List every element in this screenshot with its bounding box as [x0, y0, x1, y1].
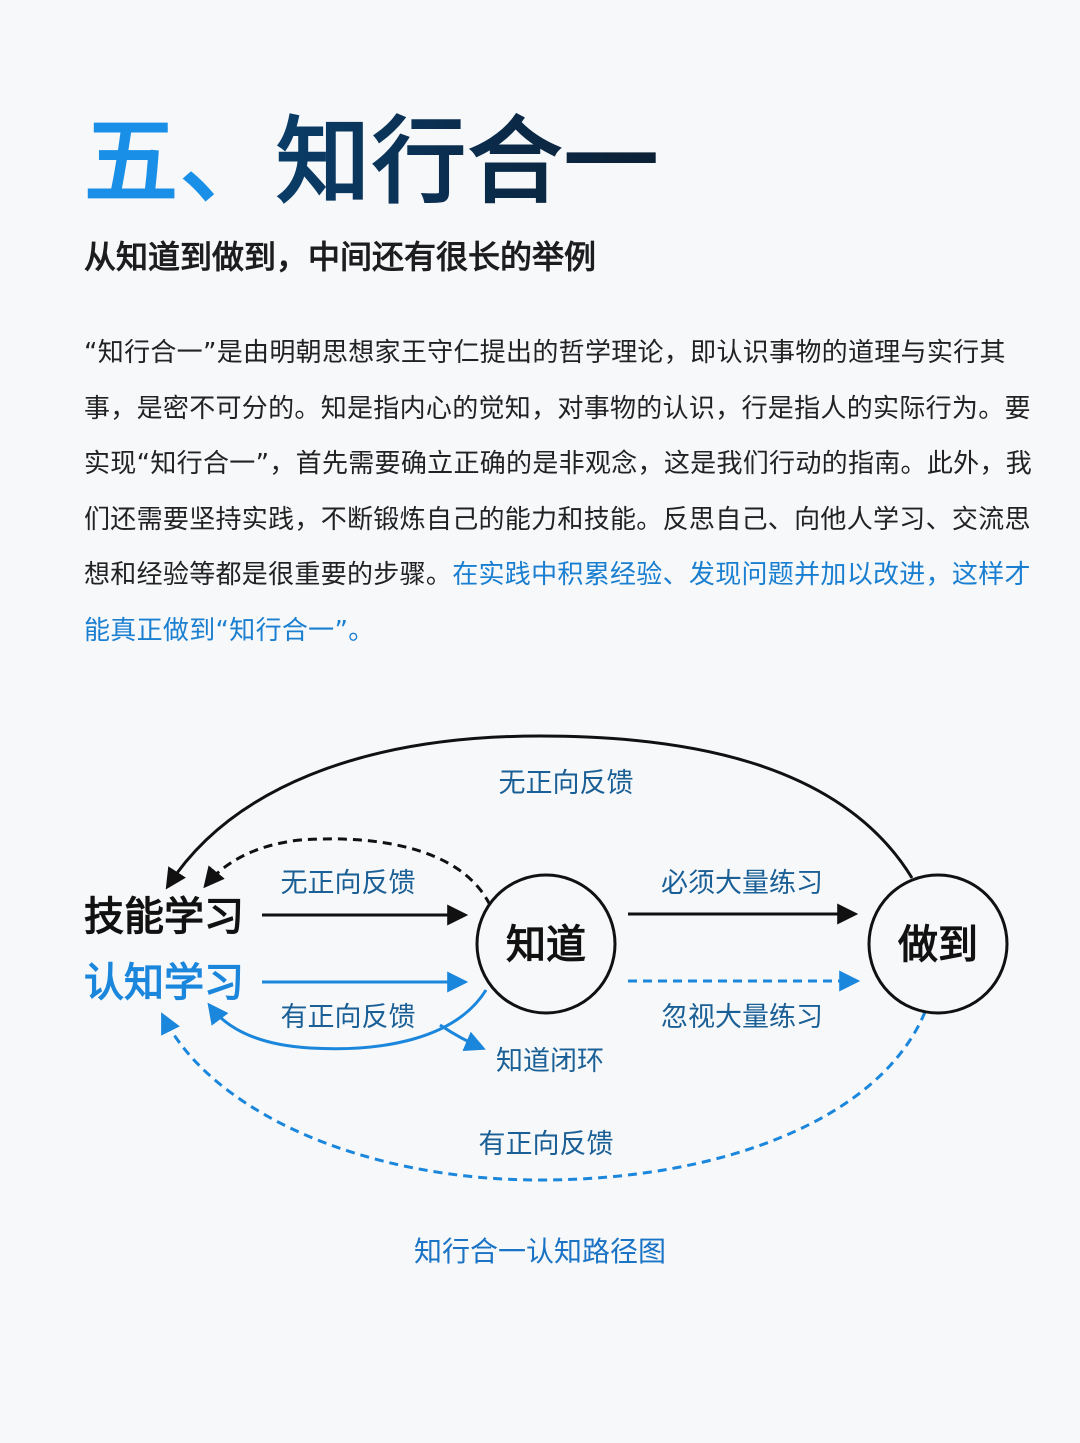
- know-loop-label: 知道闭环: [496, 1046, 604, 1077]
- know-node-label: 知道: [506, 922, 586, 968]
- inner-top-label: 无正向反馈: [281, 868, 416, 899]
- diagram-caption: 知行合一认知路径图: [413, 1235, 666, 1268]
- cognitive-learning-label: 认知学习: [84, 960, 244, 1006]
- top-arc-arrow: [165, 734, 914, 890]
- body-paragraph: “知行合一”是由明朝思想家王守仁提出的哲学理论，即认识事物的道理与实行其事，是密…: [84, 326, 1049, 660]
- skill-learning-label: 技能学习: [84, 894, 244, 940]
- inner-top-dashed-arrow: [203, 837, 492, 906]
- title-separator: 、: [180, 108, 277, 217]
- bottom-arc-label: 有正向反馈: [479, 1129, 614, 1160]
- do-node-label: 做到: [897, 922, 978, 968]
- page-title: 五、知行合一: [84, 108, 660, 218]
- bottom-arc-dashed-arrow: [161, 1011, 927, 1182]
- inner-bottom-label: 有正向反馈: [281, 1002, 416, 1033]
- cognition-path-diagram: 知道 做到 技能学习 认知学习 无正向反馈 无正向反馈 有正向反馈 必须大量练习…: [84, 734, 1009, 1182]
- top-arc-label: 无正向反馈: [499, 768, 634, 799]
- know-loop-arrow: [439, 1023, 486, 1052]
- title-number: 五: [84, 108, 181, 217]
- inner-bottom-arrow: [207, 989, 488, 1051]
- body-highlight-text: 在实践中积累经验、发现问题并加以改进，这样才能真正做到“知行合一”。: [84, 560, 1031, 646]
- title-text: 知行合一: [276, 108, 661, 217]
- know-node-circle: [475, 873, 617, 1015]
- practice-required-label: 必须大量练习: [661, 868, 823, 899]
- page-subtitle: 从知道到做到，中间还有很长的举例: [84, 238, 597, 276]
- body-text: “知行合一”是由明朝思想家王守仁提出的哲学理论，即认识事物的道理与实行其事，是密…: [84, 338, 1033, 591]
- practice-ignored-label: 忽视大量练习: [661, 1002, 823, 1033]
- do-node-circle: [867, 873, 1009, 1015]
